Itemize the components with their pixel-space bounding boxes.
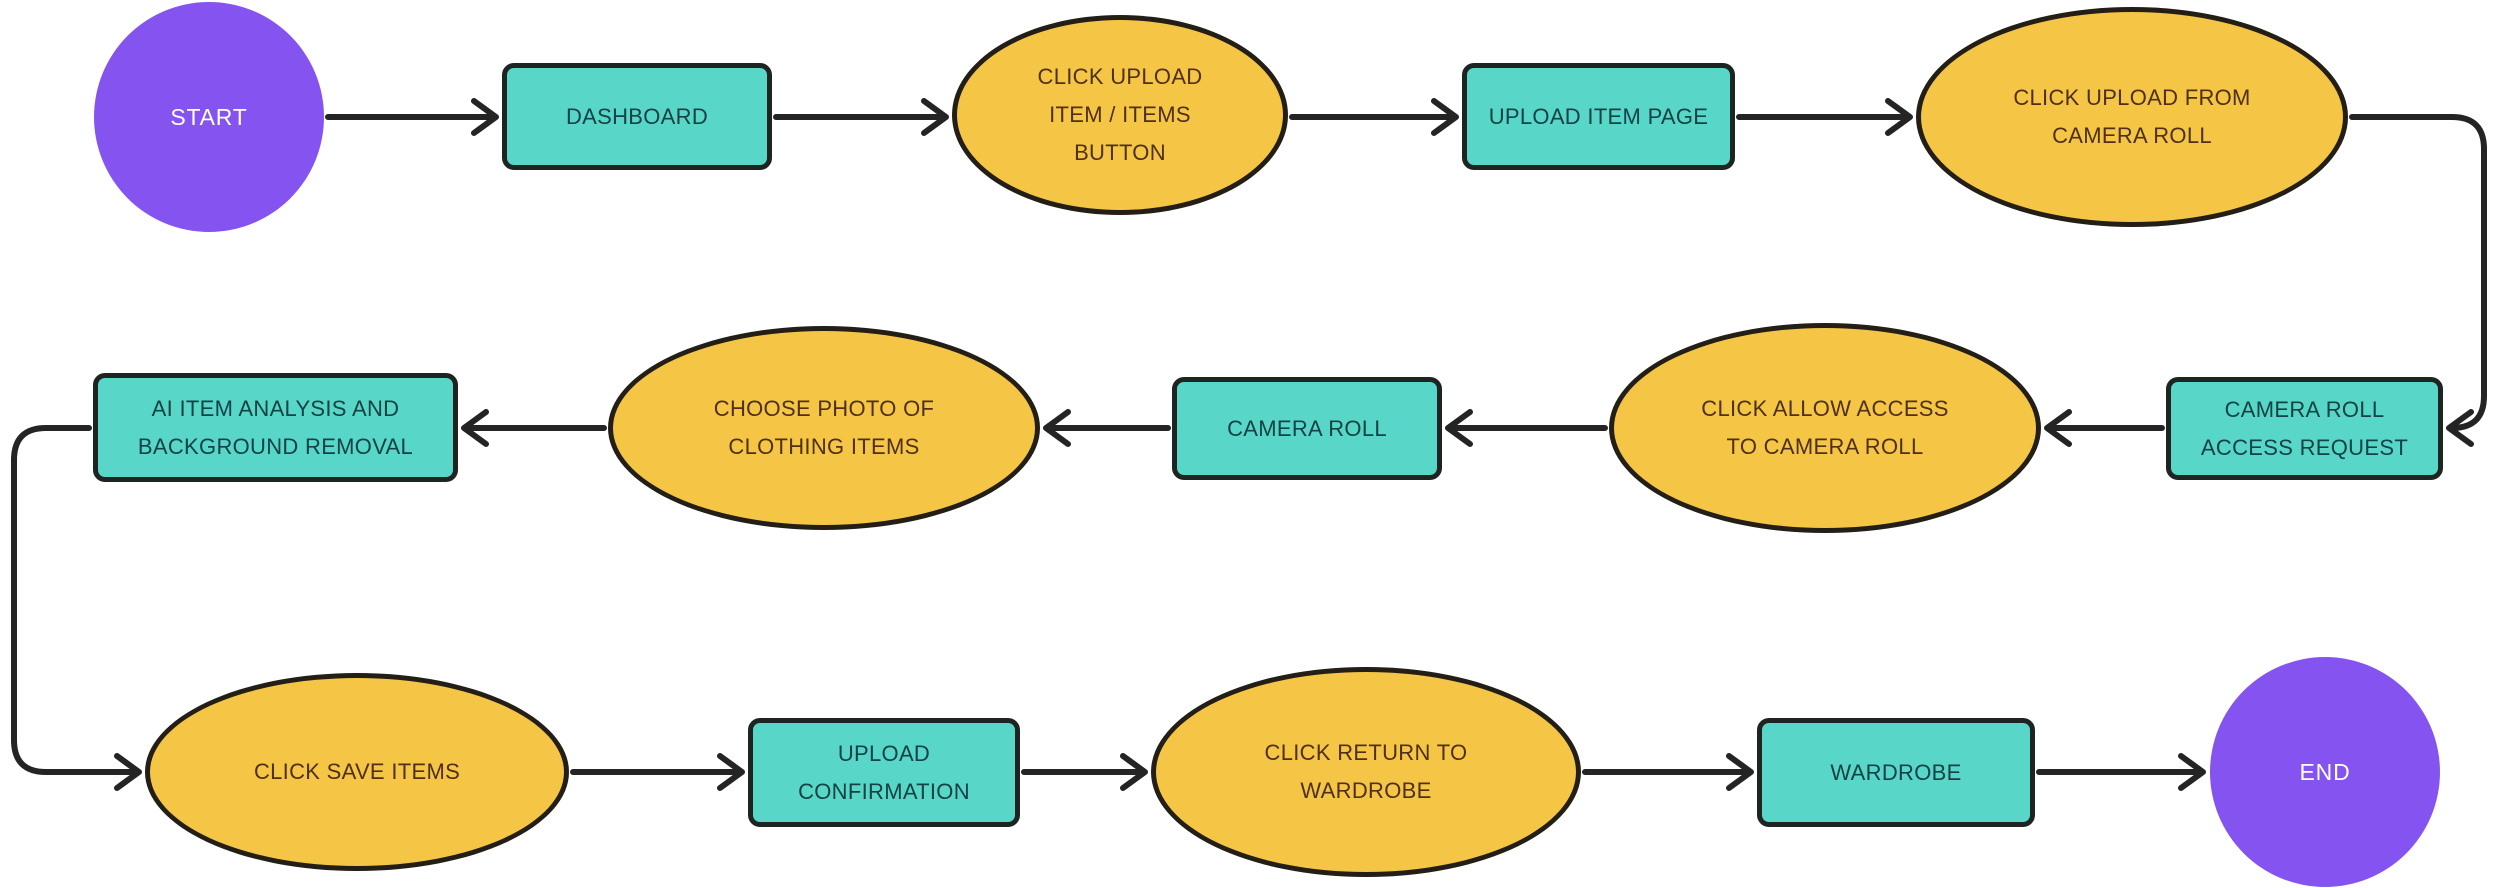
node-label: CAMERA ROLL: [1227, 415, 1387, 441]
node-label: CLICK SAVE ITEMS: [253, 759, 461, 784]
node-label: CLICK UPLOAD ITEM / ITEMS BUTTON: [1037, 64, 1203, 165]
connector-camera-roll-access-request-to-click-allow-access-to-camera-roll: [2044, 409, 2165, 447]
node-label: DASHBOARD: [565, 103, 709, 129]
connector-ai-item-analysis-and-background-removal-to-click-save-items: [11, 425, 142, 791]
connector-dashboard-to-click-upload-item-items-button: [773, 98, 949, 136]
node-label: UPLOAD ITEM PAGE: [1488, 103, 1709, 129]
node-label: CAMERA ROLL ACCESS REQUEST: [2200, 396, 2409, 460]
node-label: CLICK RETURN TO WARDROBE: [1264, 740, 1468, 803]
node-dashboard[interactable]: DASHBOARD: [502, 63, 772, 170]
node-start[interactable]: START: [94, 2, 324, 232]
node-ai-item-analysis-and-background-removal[interactable]: AI ITEM ANALYSIS AND BACKGROUND REMOVAL: [93, 373, 458, 482]
node-label: UPLOAD CONFIRMATION: [798, 740, 970, 804]
node-label: WARDROBE: [1830, 759, 1962, 785]
node-click-save-items[interactable]: CLICK SAVE ITEMS: [145, 673, 569, 871]
connector-click-save-items-to-upload-confirmation: [570, 753, 745, 791]
connector-click-return-to-wardrobe-to-wardrobe: [1582, 753, 1754, 791]
node-label: AI ITEM ANALYSIS AND BACKGROUND REMOVAL: [137, 395, 414, 459]
connector-upload-item-page-to-click-upload-from-camera-roll: [1736, 98, 1913, 136]
node-upload-item-page[interactable]: UPLOAD ITEM PAGE: [1462, 63, 1735, 170]
connector-click-upload-item-items-button-to-upload-item-page: [1289, 98, 1459, 136]
connector-choose-photo-of-clothing-items-to-ai-item-analysis-and-background-removal: [461, 409, 607, 447]
node-label: CLICK ALLOW ACCESS TO CAMERA ROLL: [1701, 396, 1949, 459]
connector-camera-roll-to-choose-photo-of-clothing-items: [1043, 409, 1171, 447]
node-label: END: [2299, 759, 2351, 785]
connector-wardrobe-to-end: [2036, 753, 2206, 791]
node-label: START: [170, 104, 248, 130]
node-camera-roll[interactable]: CAMERA ROLL: [1172, 377, 1442, 480]
node-wardrobe[interactable]: WARDROBE: [1757, 718, 2035, 827]
node-end[interactable]: END: [2210, 657, 2440, 887]
node-label: CLICK UPLOAD FROM CAMERA ROLL: [2013, 85, 2251, 148]
node-click-upload-item-items-button[interactable]: CLICK UPLOAD ITEM / ITEMS BUTTON: [952, 15, 1288, 215]
connector-click-upload-from-camera-roll-to-camera-roll-access-request: [2349, 114, 2487, 447]
node-camera-roll-access-request[interactable]: CAMERA ROLL ACCESS REQUEST: [2166, 377, 2443, 480]
connector-upload-confirmation-to-click-return-to-wardrobe: [1021, 753, 1148, 791]
node-choose-photo-of-clothing-items[interactable]: CHOOSE PHOTO OF CLOTHING ITEMS: [608, 326, 1040, 530]
node-click-upload-from-camera-roll[interactable]: CLICK UPLOAD FROM CAMERA ROLL: [1916, 7, 2348, 227]
connector-click-allow-access-to-camera-roll-to-camera-roll: [1445, 409, 1608, 447]
connector-start-to-dashboard: [325, 98, 499, 136]
node-label: CHOOSE PHOTO OF CLOTHING ITEMS: [713, 396, 935, 459]
node-click-return-to-wardrobe[interactable]: CLICK RETURN TO WARDROBE: [1151, 667, 1581, 877]
node-click-allow-access-to-camera-roll[interactable]: CLICK ALLOW ACCESS TO CAMERA ROLL: [1609, 323, 2041, 533]
node-upload-confirmation[interactable]: UPLOAD CONFIRMATION: [748, 718, 1020, 827]
